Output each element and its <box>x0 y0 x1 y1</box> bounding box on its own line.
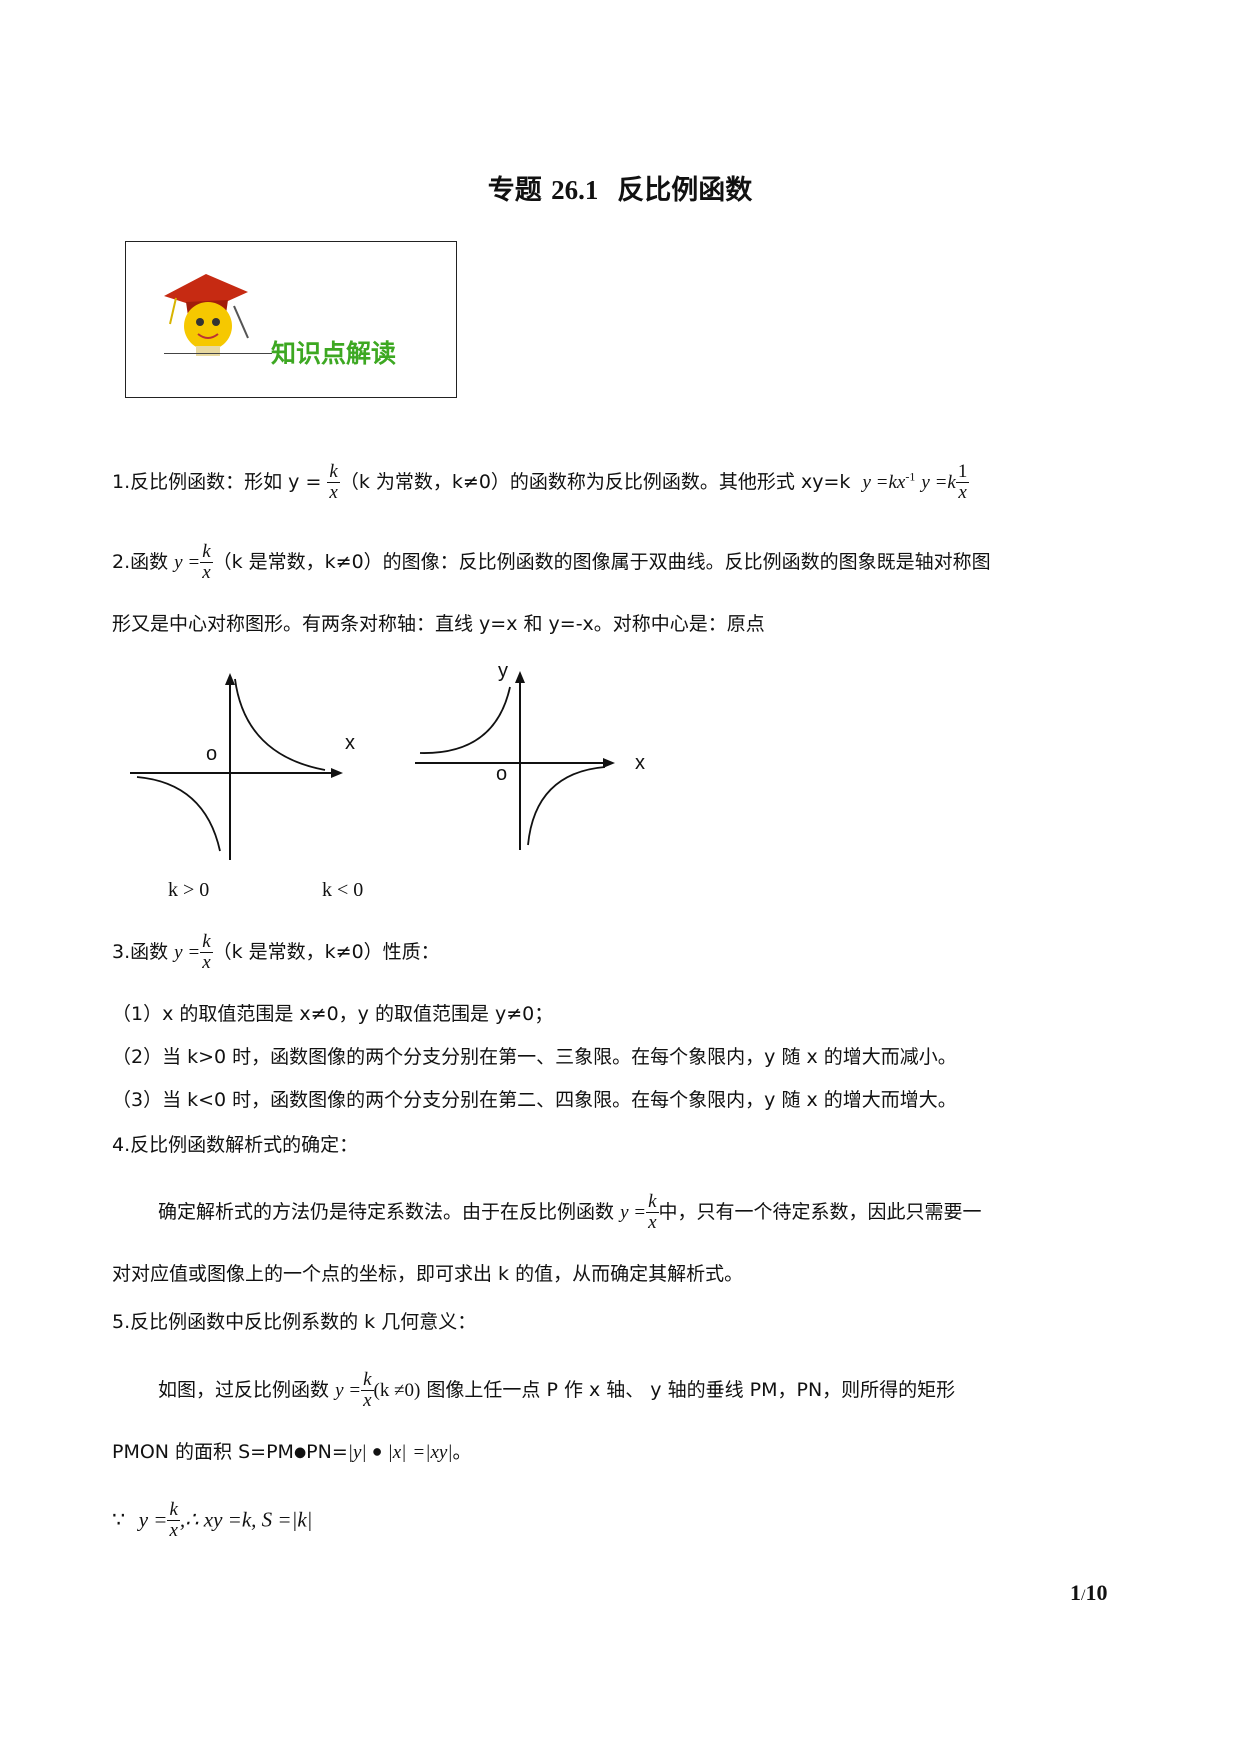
graph-right-origin: o <box>496 763 508 785</box>
graph-right-y-label: y <box>498 660 508 682</box>
graph-right-caption: k < 0 <box>322 879 364 901</box>
page-total: 10 <box>1085 1580 1108 1605</box>
dot-operator-icon: ● <box>293 1444 307 1461</box>
graph-k-positive <box>130 673 343 860</box>
item5-text-a: 如图，过反比例函数 <box>158 1379 330 1401</box>
item4-heading: 4.反比例函数解析式的确定： <box>112 1134 359 1156</box>
graph-left-origin: o <box>206 743 218 765</box>
page-number: 1/10 <box>1070 1580 1107 1606</box>
knowledge-banner: 知识点解读 <box>125 241 457 398</box>
mascot-icon <box>164 274 249 356</box>
item1-form2-sup: -1 <box>905 469 916 484</box>
title-main: 专题 <box>487 175 542 206</box>
item4-line2: 对对应值或图像上的一个点的坐标，即可求出 k 的值，从而确定其解析式。 <box>112 1263 744 1285</box>
item1-form3: y =k <box>921 472 956 493</box>
item5-condition: (k ≠0) <box>373 1380 421 1401</box>
graph-right-x-label: x <box>635 752 645 774</box>
item5-y-eq: y = <box>335 1380 362 1401</box>
graph-left-caption: k > 0 <box>168 879 210 901</box>
item3-prefix: 3.函数 <box>112 941 175 963</box>
item3-property-1: （1）x 的取值范围是 x≠0，y 的取值范围是 y≠0； <box>112 1003 554 1025</box>
item4-text-a: 确定解析式的方法仍是待定系数法。由于在反比例函数 <box>158 1201 615 1223</box>
because-symbol: ∵ <box>112 1507 126 1532</box>
item1-middle: （k 为常数，k≠0）的函数称为反比例函数。其他形式 xy=k <box>339 471 851 493</box>
item5-abs-y: |y| <box>347 1442 367 1463</box>
item2-prefix: 2.函数 <box>112 551 175 573</box>
dot-operator-icon-2: ● <box>372 1446 382 1458</box>
item4-y-eq: y = <box>620 1202 647 1223</box>
item3-property-3: （3）当 k<0 时，函数图像的两个分支分别在第二、四象限。在每个象限内，y 随… <box>112 1089 957 1111</box>
item5-period: 。 <box>452 1441 472 1463</box>
item5-abs-x: |x| <box>387 1442 407 1463</box>
formula-y-eq: y = <box>138 1507 168 1532</box>
banner-divider <box>164 353 272 354</box>
page-current: 1 <box>1070 1580 1081 1605</box>
item5-heading: 5.反比例函数中反比例系数的 k 几何意义： <box>112 1311 477 1333</box>
graph-k-negative <box>415 671 615 850</box>
item5-area-b: PN= <box>306 1441 348 1463</box>
formula-rest: ,∴ xy =k, S =|k| <box>179 1507 313 1532</box>
title-number: 26.1 <box>551 175 599 205</box>
item5-abs-xy: =|xy| <box>412 1442 453 1463</box>
item5-line2: PMON 的面积 S=PM●PN=|y| ● |x| =|xy|。 <box>112 1440 472 1465</box>
graph-left-x-label: x <box>345 732 355 754</box>
item2-rest: （k 是常数，k≠0）的图像：反比例函数的图像属于双曲线。反比例函数的图象既是轴… <box>212 551 991 573</box>
item1-prefix: 1.反比例函数：形如 y = <box>112 471 328 493</box>
item5-area-a: PMON 的面积 S=PM <box>112 1441 294 1463</box>
page-sep: / <box>1081 1587 1086 1604</box>
page-title: 专题 26.1 反比例函数 <box>0 168 1240 207</box>
item2-line2: 形又是中心对称图形。有两条对称轴：直线 y=x 和 y=-x。对称中心是：原点 <box>112 613 765 635</box>
item2-y-eq: y = <box>174 552 201 573</box>
banner-label: 知识点解读 <box>271 339 397 368</box>
title-rest: 反比例函数 <box>617 175 753 206</box>
item3-property-2: （2）当 k>0 时，函数图像的两个分支分别在第一、三象限。在每个象限内，y 随… <box>112 1046 957 1068</box>
item4-text-b: 中，只有一个待定系数，因此只需要一 <box>658 1201 982 1223</box>
item5-text-b: 图像上任一点 P 作 x 轴、 y 轴的垂线 PM，PN，则所得的矩形 <box>426 1379 956 1401</box>
item3-rest: （k 是常数，k≠0）性质： <box>212 941 440 963</box>
item3-y-eq: y = <box>174 942 201 963</box>
item1-form2: y =kx <box>862 472 906 493</box>
